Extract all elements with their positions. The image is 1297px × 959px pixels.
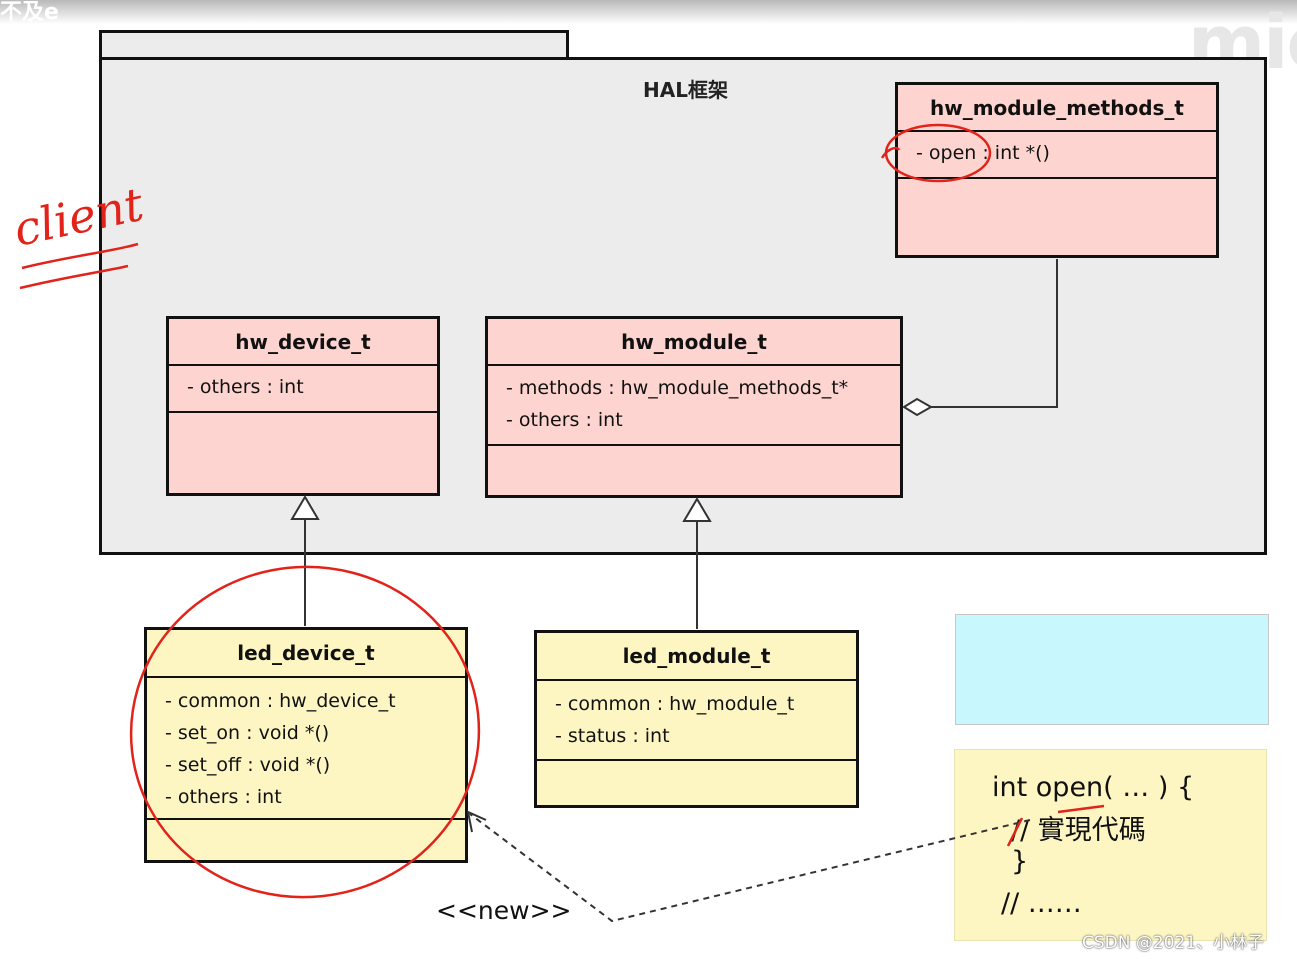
class-name: hw_module_methods_t [898,85,1216,132]
code-line-4: // …… [1001,888,1082,919]
class-led-device-t[interactable]: led_device_t - common : hw_device_t - se… [144,627,468,863]
class-hw-module-t[interactable]: hw_module_t - methods : hw_module_method… [485,316,903,498]
class-name: led_device_t [147,630,465,678]
header-fragment: 不及e [0,0,59,25]
attribute-open: - open : int *() [916,142,1050,164]
attribute-set-off: - set_off : void *() [165,754,331,776]
class-attributes: - common : hw_device_t - set_on : void *… [147,678,465,820]
class-name: hw_device_t [169,319,437,366]
class-hw-device-t[interactable]: hw_device_t - others : int [166,316,440,496]
new-dependency-arrowhead [466,810,487,833]
code-line-2: // 實現代碼 [1011,815,1146,846]
attribute-others: - others : int [187,376,304,398]
attribute-methods: - methods : hw_module_methods_t* [506,377,849,399]
attribute-common: - common : hw_module_t [555,693,795,715]
class-attributes: - others : int [169,366,437,413]
attribute-set-on: - set_on : void *() [165,722,330,744]
attribute-others: - others : int [506,409,623,431]
class-name: hw_module_t [488,319,900,366]
class-hw-module-methods-t[interactable]: hw_module_methods_t - open : int *() [895,82,1219,258]
package-tab [99,30,569,59]
class-attributes: - methods : hw_module_methods_t* - other… [488,366,900,446]
code-note: int open( … ) { // 實現代碼 } // …… [954,749,1267,941]
top-bar: 不及e [0,0,1297,25]
package-title: HAL框架 [643,78,728,102]
attribute-common: - common : hw_device_t [165,690,396,712]
attribute-status: - status : int [555,725,670,747]
attribute-others: - others : int [165,786,282,808]
credit-watermark: CSDN @2021、小林子 [1082,933,1265,953]
code-line-3: } [1011,846,1029,877]
class-led-module-t[interactable]: led_module_t - common : hw_module_t - st… [534,630,859,808]
code-line-1: int open( … ) { [992,772,1195,803]
class-attributes: - open : int *() [898,132,1216,179]
class-name: led_module_t [537,633,856,681]
blank-note-box [955,614,1269,725]
new-stereotype-label: <<new>> [436,896,572,925]
class-attributes: - common : hw_module_t - status : int [537,681,856,761]
